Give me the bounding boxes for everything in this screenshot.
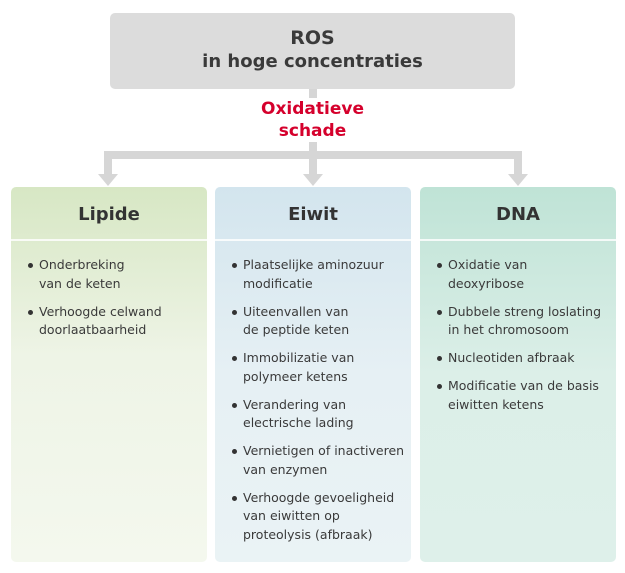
list-item-line: deoxyribose [448, 275, 525, 291]
arrow-eiwit [303, 174, 323, 186]
list-item: Nucleotiden afbraak [437, 349, 616, 368]
column-title: Eiwit [215, 187, 411, 241]
list-item-line: Verandering van [243, 396, 347, 412]
connector-horizontal [104, 151, 522, 159]
arrow-dna [508, 174, 528, 186]
list-item: Plaatselijke aminozuur modificatie [232, 256, 411, 293]
list-item: Modificatie van de basis eiwitten ketens [437, 377, 616, 414]
list-item: Uiteenvallen van de peptide keten [232, 303, 411, 340]
list-item-line: doorlaatbaarheid [39, 322, 147, 337]
oxidative-damage-label: Oxidatieve schade [200, 98, 425, 142]
label-line-2: schade [278, 121, 347, 141]
ros-box: ROS in hoge concentraties [110, 13, 515, 89]
list-item-line: eiwitten ketens [448, 396, 544, 412]
list-item-line: van eiwitten op [243, 508, 340, 523]
list-item: Verandering van electrische lading [232, 396, 411, 433]
arrow-lipide [98, 174, 118, 186]
connector-left [104, 151, 112, 175]
connector-right [514, 151, 522, 175]
list-item-line: de peptide keten [243, 322, 350, 337]
list-item-line: van de keten [39, 275, 121, 291]
list-item: Vernietigen of inactiveren van enzymen [232, 442, 411, 479]
list-item: Immobilizatie van polymeer ketens [232, 349, 411, 386]
list-item-line: Vernietigen of inactiveren [243, 443, 405, 458]
list-item-line: Dubbele streng loslating [448, 303, 602, 319]
list-item-line: Verhoogde celwand [39, 303, 162, 319]
list-item: Verhoogde celwand doorlaatbaarheid [28, 303, 207, 340]
list-item-line: Plaatselijke aminozuur [243, 257, 384, 272]
list-item: Onderbreking van de keten [28, 256, 207, 293]
ros-title: ROS [290, 27, 335, 49]
list-item-line: Immobilizatie van [243, 350, 355, 365]
list-item-line: in het chromosoom [448, 322, 569, 337]
column-title: DNA [420, 187, 616, 241]
label-line-1: Oxidatieve [261, 99, 364, 119]
list-item-line: electrische lading [243, 415, 354, 430]
column-title: Lipide [11, 187, 207, 241]
list-item-line: Uiteenvallen van [243, 303, 349, 319]
list-item-line: Modificatie van de basis [448, 378, 599, 393]
list-item-line: van enzymen [243, 461, 328, 477]
list-item-line: modificatie [243, 275, 313, 291]
list-item: Oxidatie van deoxyribose [437, 256, 616, 293]
list-item-line: Onderbreking [39, 257, 125, 272]
list-item-line: proteolysis (afbraak) [243, 526, 373, 542]
list-item-line: Nucleotiden afbraak [448, 350, 575, 365]
ros-subtitle: in hoge concentraties [202, 51, 423, 72]
list-item-line: polymeer ketens [243, 368, 348, 384]
list-item: Dubbele streng loslating in het chromosoo… [437, 303, 616, 340]
list-item: Verhoogde gevoeligheid van eiwitten op pro… [232, 489, 411, 545]
list-item-line: Verhoogde gevoeligheid [243, 489, 395, 505]
list-item-line: Oxidatie van [448, 257, 528, 272]
